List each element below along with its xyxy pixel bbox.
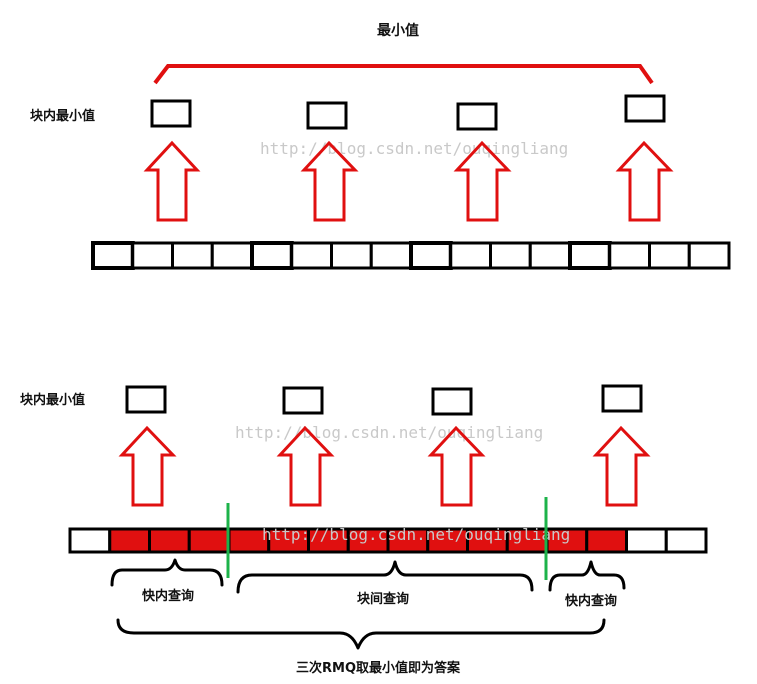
- bottom-watermark-lower: http://blog.csdn.net/ouqingliang: [262, 525, 570, 544]
- top-array-cell-15: [648, 241, 691, 270]
- top-red-bracket: [153, 64, 654, 85]
- bottom-array-cell-3: [148, 527, 191, 554]
- brace-right-in-block: [548, 560, 626, 592]
- bottom-array-cell-14: [585, 527, 628, 554]
- bottom-watermark-upper: http://blog.csdn.net/ouqingliang: [235, 423, 543, 442]
- bottom-block-min-boxes: [125, 384, 643, 416]
- bottom-up-arrow-1: [118, 425, 177, 507]
- top-array-cell-12: [528, 241, 572, 270]
- bottom-block-min-box-1: [125, 385, 167, 414]
- top-array-cell-3: [171, 241, 214, 270]
- bottom-block-min-box-4: [601, 384, 643, 413]
- bottom-array-cell-16: [664, 527, 708, 554]
- bottom-array-cell-2: [108, 527, 151, 554]
- top-array-cell-10: [449, 241, 492, 270]
- bottom-up-arrow-4: [592, 425, 651, 507]
- top-array-cell-2: [131, 241, 174, 270]
- top-block-min-label: 块内最小值: [30, 108, 95, 124]
- brace-overall: [116, 618, 606, 650]
- query-braces: [110, 558, 626, 650]
- top-title: 最小值: [377, 22, 419, 39]
- label-between-blocks-query: 块间查询: [357, 591, 409, 607]
- top-array-cell-8: [369, 241, 413, 270]
- top-array-cell-1: [91, 241, 135, 270]
- top-up-arrow-1: [143, 140, 201, 222]
- top-up-arrow-2: [300, 140, 359, 222]
- top-array-cell-7: [330, 241, 373, 270]
- top-array: [91, 241, 731, 270]
- bottom-block-min-box-2: [282, 386, 324, 415]
- top-array-cell-13: [568, 241, 612, 270]
- top-array-cell-11: [489, 241, 532, 270]
- bottom-up-arrow-2: [276, 425, 335, 507]
- conclusion-label: 三次RMQ取最小值即为答案: [296, 660, 461, 676]
- bottom-array-cell-4: [187, 527, 231, 554]
- top-up-arrow-4: [615, 140, 674, 222]
- bottom-block-min-box-3: [431, 387, 473, 416]
- top-block-min-box-3: [456, 102, 498, 131]
- top-array-cell-4: [210, 241, 254, 270]
- top-block-min-box-1: [150, 99, 192, 128]
- brace-left-in-block: [110, 558, 224, 587]
- brace-between-blocks: [236, 560, 534, 594]
- bottom-up-arrows: [118, 425, 651, 507]
- bottom-array-cell-15: [625, 527, 668, 554]
- top-array-cell-5: [250, 241, 294, 270]
- bottom-up-arrow-3: [427, 425, 486, 507]
- label-left-in-block-query: 快内查询: [142, 588, 194, 604]
- top-array-cell-16: [687, 241, 731, 270]
- top-up-arrows: [143, 140, 674, 222]
- top-watermark: http://blog.csdn.net/ouqingliang: [260, 139, 568, 158]
- top-array-cell-14: [608, 241, 651, 270]
- top-block-min-boxes: [150, 94, 666, 131]
- bottom-array: [68, 527, 708, 554]
- bottom-block-min-label: 块内最小值: [20, 392, 85, 408]
- bottom-array-cell-1: [68, 527, 112, 554]
- top-array-cell-6: [290, 241, 333, 270]
- top-array-cell-9: [409, 241, 453, 270]
- label-right-in-block-query: 快内查询: [565, 593, 617, 609]
- top-up-arrow-3: [453, 140, 512, 222]
- top-block-min-box-2: [306, 101, 348, 130]
- top-block-min-box-4: [624, 94, 666, 123]
